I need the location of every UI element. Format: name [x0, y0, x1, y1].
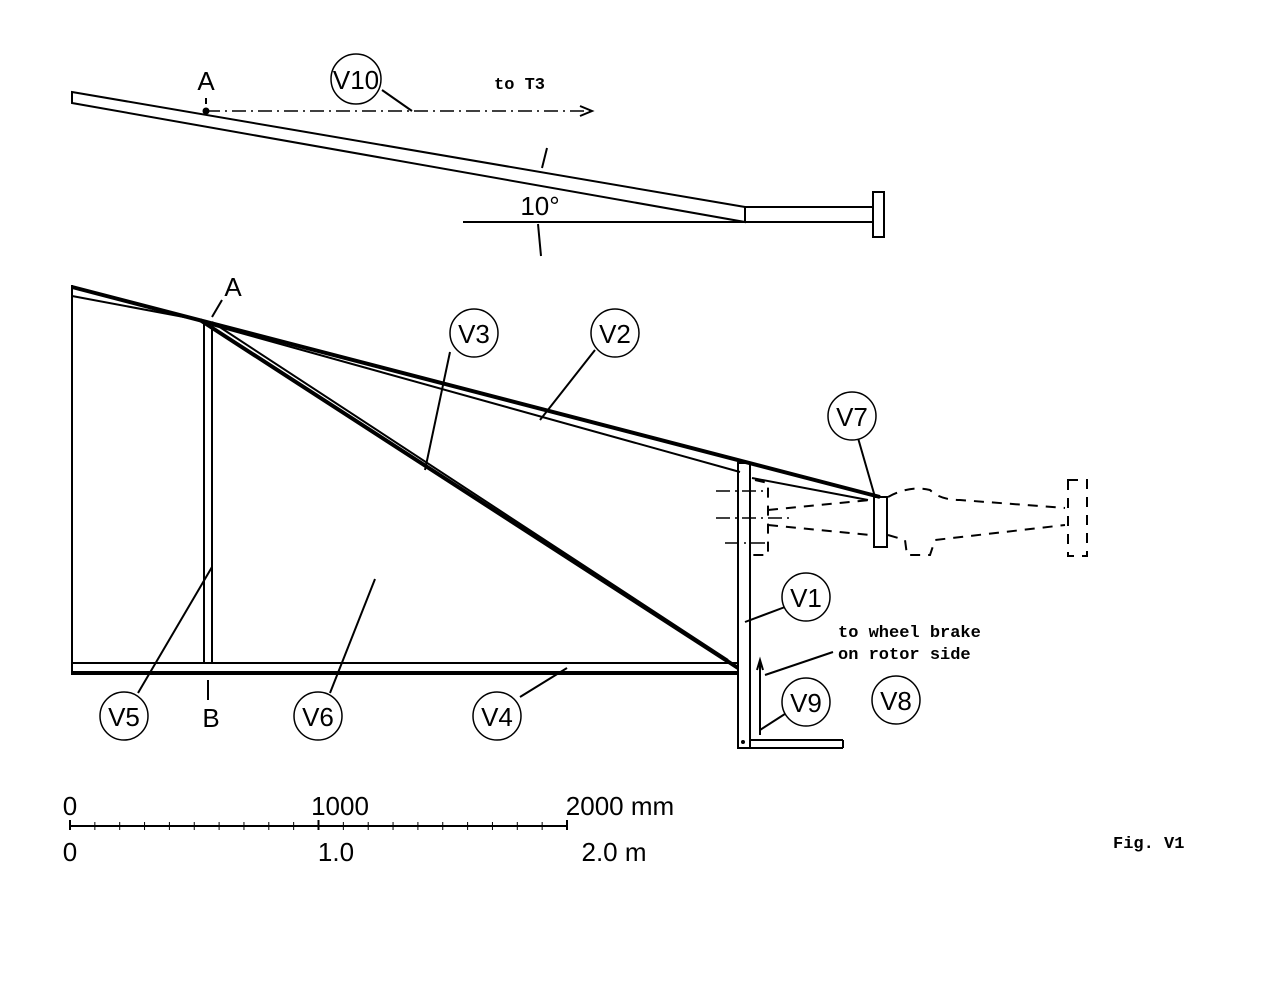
- brake-note-line2: on rotor side: [838, 646, 971, 665]
- scale-bar: 0 1000 2000 mm 0 1.0 2.0 m: [63, 791, 674, 867]
- callout-v7: V7: [827, 391, 877, 441]
- callout-v6: V6: [293, 691, 343, 741]
- svg-text:V9: V9: [790, 688, 822, 718]
- callout-v2: V2: [590, 308, 640, 358]
- point-a-label-top: A: [197, 66, 215, 96]
- svg-text:0: 0: [63, 837, 77, 867]
- main-view: [71, 285, 1088, 749]
- v10-label: V10: [333, 65, 379, 95]
- top-view: V10 A to T3 10°: [71, 53, 885, 257]
- svg-text:2.0 m: 2.0 m: [581, 837, 646, 867]
- svg-text:V6: V6: [302, 702, 334, 732]
- svg-text:V1: V1: [790, 583, 822, 613]
- svg-text:0: 0: [63, 791, 77, 821]
- v7-bracket: [873, 496, 888, 548]
- rotor-outline-dashed: [716, 479, 1088, 557]
- svg-text:V2: V2: [599, 319, 631, 349]
- svg-text:V4: V4: [481, 702, 513, 732]
- top-flange: [872, 191, 885, 238]
- brake-note-line1: to wheel brake: [838, 624, 981, 643]
- callout-v1: V1: [781, 572, 831, 622]
- v3-member: [198, 318, 740, 670]
- callout-v8: V8: [871, 675, 921, 725]
- callout-v5: V5: [99, 691, 149, 741]
- callout-v4: V4: [472, 691, 522, 741]
- svg-text:V3: V3: [458, 319, 490, 349]
- v2-member: [211, 324, 741, 473]
- point-a-label: A: [224, 272, 242, 302]
- svg-text:V8: V8: [880, 686, 912, 716]
- figure-label: Fig. V1: [1113, 835, 1184, 854]
- to-t3-label: to T3: [494, 76, 545, 95]
- callout-v3: V3: [449, 308, 499, 358]
- svg-text:V5: V5: [108, 702, 140, 732]
- callout-v9: V9: [781, 677, 831, 727]
- point-b-label: B: [202, 703, 219, 733]
- v1-member: [737, 462, 751, 749]
- v10-callout: [330, 53, 382, 105]
- svg-text:2000 mm: 2000 mm: [566, 791, 674, 821]
- svg-text:V7: V7: [836, 402, 868, 432]
- svg-text:1000: 1000: [311, 791, 369, 821]
- angle-label: 10°: [520, 191, 559, 221]
- svg-text:1.0: 1.0: [318, 837, 354, 867]
